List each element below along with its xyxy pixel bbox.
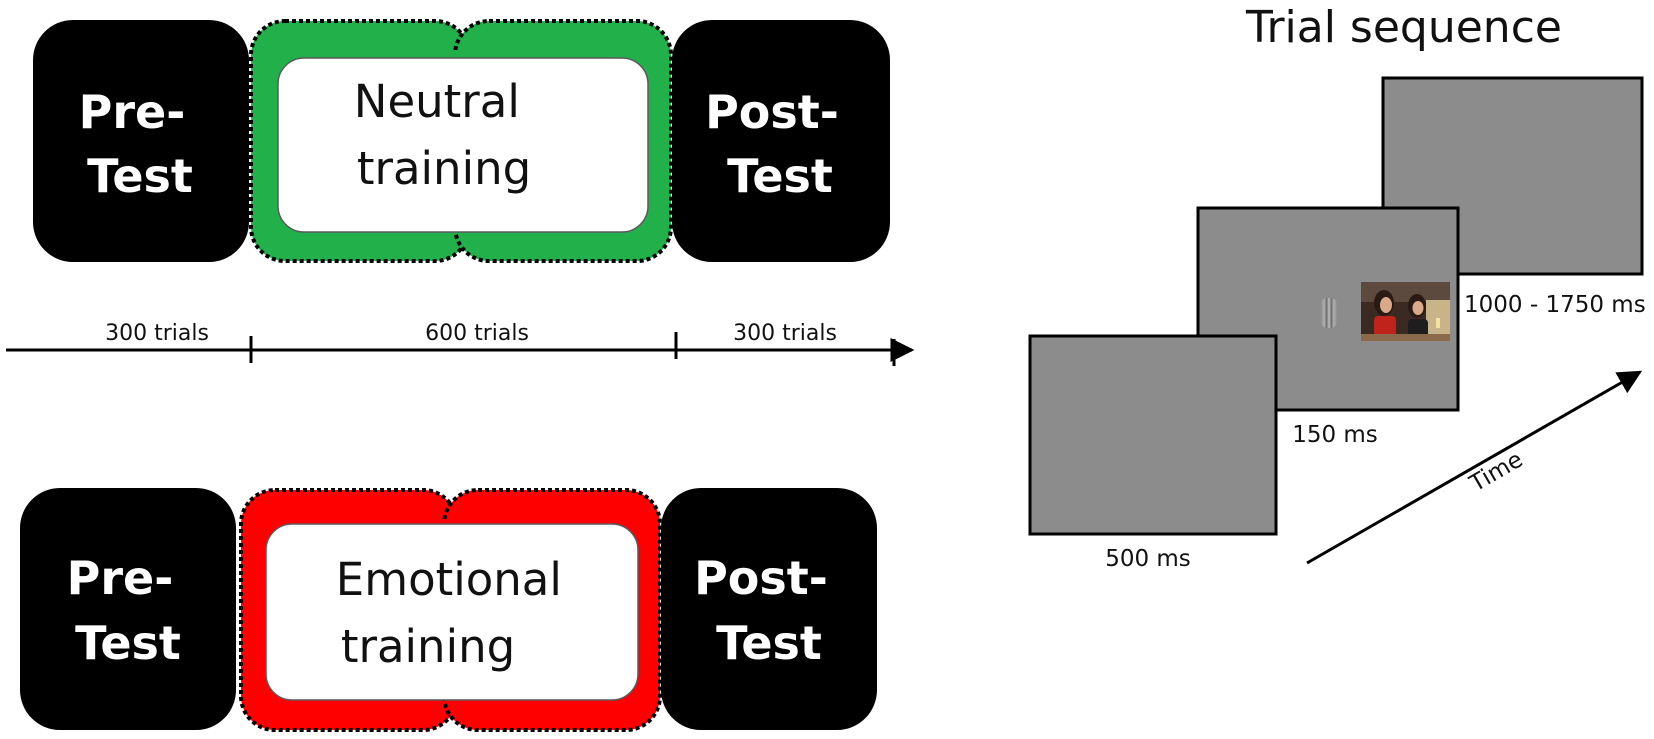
emotional-post-test-block bbox=[661, 488, 877, 730]
gabor-patch bbox=[1321, 298, 1337, 328]
trial-sequence: Trial sequence 500 ms 150 ms 1000 - 1750 bbox=[1028, 2, 1646, 572]
emotional-pre-test-block bbox=[20, 488, 236, 730]
neutral-training-inner-box bbox=[277, 57, 649, 233]
neutral-protocol: Pre- Test Post- Test Neutral training bbox=[33, 19, 890, 263]
timeline-segment-training: 600 trials bbox=[425, 321, 529, 346]
face-photo-stimulus bbox=[1361, 282, 1450, 341]
svg-text:Pre- Test: Pre- Test bbox=[67, 551, 190, 670]
neutral-pre-test-line1: Pre- bbox=[79, 85, 186, 139]
emotional-training-line1: Emotional bbox=[336, 553, 562, 606]
trial-timeline: 300 trials 600 trials 300 trials bbox=[6, 321, 915, 366]
trial-screen-1 bbox=[1028, 334, 1278, 536]
timeline-segment-pre: 300 trials bbox=[105, 321, 209, 346]
svg-text:Pre- Test: Pre- Test bbox=[79, 85, 202, 203]
timeline-segment-post: 300 trials bbox=[733, 321, 837, 346]
neutral-post-test-line1: Post- bbox=[705, 85, 839, 139]
emotional-post-test-line1: Post- bbox=[694, 551, 828, 605]
emotional-post-test-line2: Test bbox=[716, 616, 822, 670]
neutral-pre-test-line2: Test bbox=[87, 149, 193, 203]
neutral-training-line2: training bbox=[357, 142, 531, 195]
svg-text:Neutral training: Neutral training bbox=[354, 75, 534, 195]
svg-text:Post- Test: Post- Test bbox=[705, 85, 855, 203]
emotional-protocol: Pre- Test Post- Test Emotional training bbox=[20, 488, 877, 732]
svg-text:Emotional training: Emotional training bbox=[336, 553, 576, 673]
emotional-training-inner-box bbox=[265, 523, 639, 701]
neutral-pre-test-block bbox=[33, 20, 249, 262]
screen-3-duration: 1000 - 1750 ms bbox=[1464, 292, 1646, 318]
neutral-post-test-block bbox=[672, 20, 890, 262]
trial-sequence-title: Trial sequence bbox=[1245, 2, 1562, 53]
neutral-post-test-line2: Test bbox=[727, 149, 833, 203]
emotional-pre-test-line2: Test bbox=[75, 616, 181, 670]
time-arrow bbox=[1306, 370, 1643, 565]
emotional-pre-test-line1: Pre- bbox=[67, 551, 174, 605]
svg-text:Post- Test: Post- Test bbox=[694, 551, 844, 670]
emotional-training-line2: training bbox=[341, 620, 515, 673]
screen-2-duration: 150 ms bbox=[1292, 422, 1378, 448]
screen-1-duration: 500 ms bbox=[1105, 546, 1191, 572]
neutral-training-line1: Neutral bbox=[354, 75, 520, 128]
